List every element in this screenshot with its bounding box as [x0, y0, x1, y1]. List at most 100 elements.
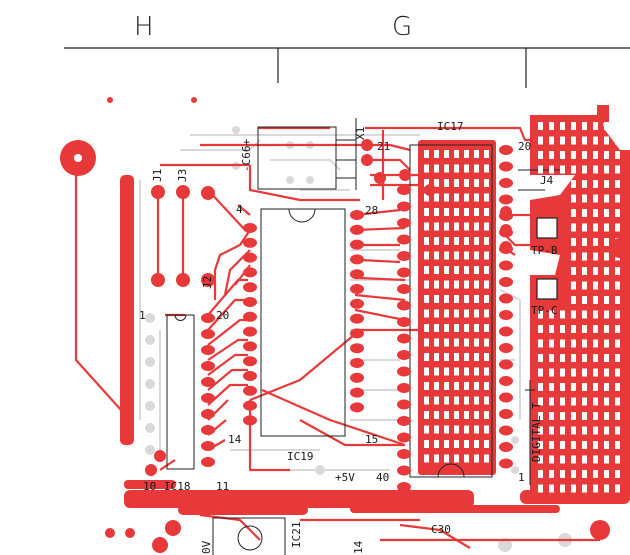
pour-hole [571, 383, 576, 391]
pour-hole [538, 470, 543, 478]
pour-hole [560, 455, 565, 464]
pour-hole [464, 208, 469, 216]
pour-hole [549, 441, 554, 449]
pour-hole [474, 411, 479, 419]
pour-hole [484, 324, 489, 332]
pour-hole [444, 193, 449, 202]
label-j2: J2 [201, 275, 214, 289]
pin-label-11: 11 [216, 480, 230, 493]
pour-hole [593, 296, 598, 304]
pour-hole [571, 194, 576, 203]
pour-hole [484, 164, 489, 173]
pour-hole [593, 310, 598, 319]
pour-hole [434, 382, 439, 390]
ic19-pad [350, 284, 364, 294]
ic17-pad [499, 178, 513, 188]
pour-hole [464, 193, 469, 202]
ic17-pad [499, 161, 513, 172]
ic19-pad [243, 252, 257, 263]
pour-hole [549, 339, 554, 348]
pour-hole [582, 281, 587, 290]
pour-hole [454, 280, 459, 289]
pour-hole [615, 296, 620, 304]
pour-hole [560, 122, 565, 130]
pour-hole [571, 136, 576, 145]
pour-hole [444, 454, 449, 463]
pour-hole [560, 165, 565, 174]
pour-hole [444, 251, 449, 260]
pour-hole [593, 252, 598, 261]
pour-hole [604, 136, 609, 145]
pour-hole [538, 122, 543, 130]
pour-hole [549, 470, 554, 478]
pour-hole [484, 353, 489, 361]
pour-hole [484, 382, 489, 390]
pour-hole [615, 412, 620, 420]
pour-hole [615, 470, 620, 478]
pour-hole [571, 354, 576, 362]
pour-hole [593, 397, 598, 406]
pour-hole [604, 441, 609, 449]
ic19-pad [243, 400, 257, 411]
pour-hole [560, 397, 565, 406]
pour-hole [464, 251, 469, 260]
pour-hole [434, 295, 439, 303]
pour-hole [549, 165, 554, 174]
pour-hole [484, 309, 489, 318]
pour-hole [484, 208, 489, 216]
pour-hole [464, 222, 469, 231]
pour-hole [454, 338, 459, 347]
pour-hole [593, 368, 598, 377]
pour-hole [582, 354, 587, 362]
pour-hole [424, 222, 429, 231]
pour-hole [434, 367, 439, 376]
pour-hole [615, 151, 620, 159]
pour-hole [464, 150, 469, 158]
pour-hole [560, 441, 565, 449]
ic17-pad [397, 185, 411, 195]
pour-hole [582, 165, 587, 174]
pour-hole [549, 397, 554, 406]
pour-hole [582, 470, 587, 478]
pour-hole [434, 208, 439, 216]
pour-hole [444, 338, 449, 347]
pour-hole [560, 470, 565, 478]
pour-hole [593, 281, 598, 290]
pour-hole [604, 484, 609, 493]
pour-hole [424, 382, 429, 390]
pour-hole [454, 251, 459, 260]
pour-hole [538, 484, 543, 493]
pour-hole [444, 280, 449, 289]
pour-hole [464, 324, 469, 332]
pour-hole [582, 441, 587, 449]
pour-hole [424, 237, 429, 245]
pour-hole [454, 440, 459, 448]
pour-hole [593, 223, 598, 232]
pour-hole [604, 252, 609, 261]
pour-hole [464, 266, 469, 274]
pour-hole [549, 412, 554, 420]
pour-hole [615, 441, 620, 449]
pour-hole [424, 440, 429, 448]
pour-hole [615, 383, 620, 391]
pour-hole [444, 295, 449, 303]
pour-hole [474, 208, 479, 216]
pour-hole [484, 338, 489, 347]
ic19-pad [350, 387, 364, 398]
pour-hole [615, 180, 620, 188]
pour-hole [615, 397, 620, 406]
pour-hole [538, 441, 543, 449]
pin-label-14-bottom: 14 [352, 540, 365, 554]
pour-hole [464, 382, 469, 390]
pour-hole [615, 455, 620, 464]
pour-hole [474, 425, 479, 434]
pour-hole [474, 367, 479, 376]
pour-hole [424, 193, 429, 202]
pin-label-1-left: 1 [139, 309, 146, 322]
pour-hole [560, 136, 565, 145]
ic19-pad [350, 210, 364, 220]
pour-hole [615, 136, 620, 145]
ic18-pad [201, 313, 215, 323]
pour-hole [454, 367, 459, 376]
ic17-pad [397, 333, 411, 344]
